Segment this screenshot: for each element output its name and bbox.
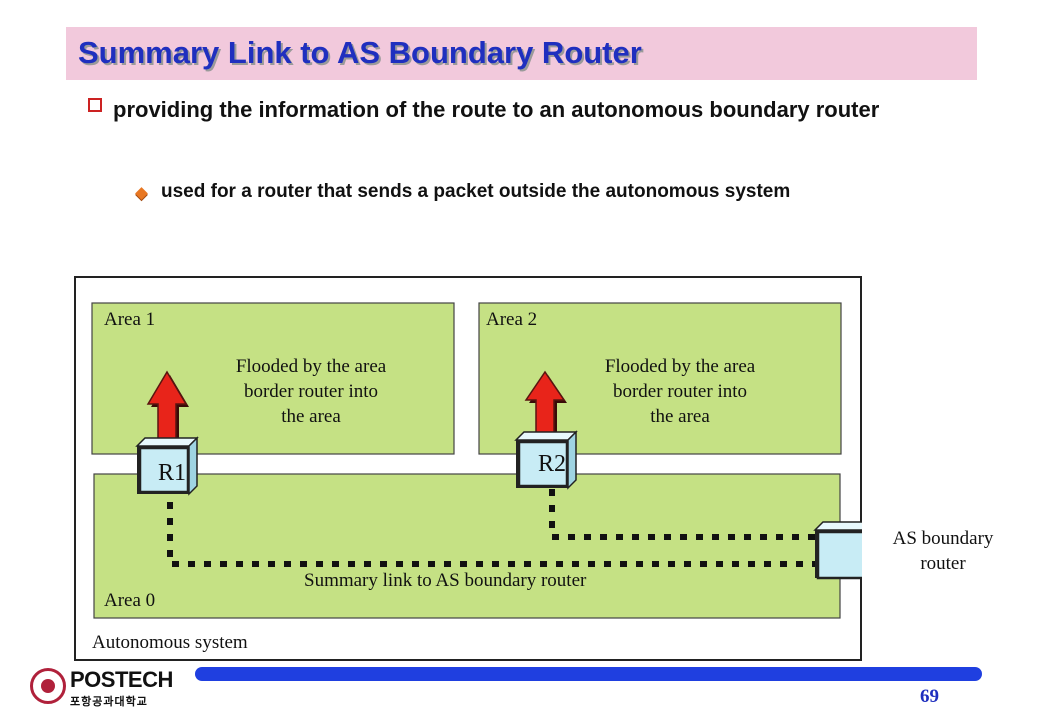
autonomous-system-label: Autonomous system bbox=[92, 632, 248, 653]
flood-1-line-3: the area bbox=[281, 406, 341, 427]
summary-link-path-r1 bbox=[167, 502, 816, 567]
logo-name: POSTECH bbox=[70, 667, 173, 692]
flood-2-line-2: border router into bbox=[613, 381, 747, 402]
diamond-bullet-icon bbox=[135, 187, 148, 200]
title-bar: Summary Link to AS Boundary Router bbox=[66, 27, 977, 80]
checkbox-bullet-icon bbox=[88, 98, 102, 112]
bullet-main-text: providing the information of the route t… bbox=[113, 97, 880, 122]
router-r1-icon bbox=[135, 436, 199, 496]
router-r1-label: R1 bbox=[158, 460, 186, 486]
router-r2-icon bbox=[514, 430, 578, 490]
bullet-sub-text: used for a router that sends a packet ou… bbox=[161, 181, 791, 202]
logo-subtitle: 포항공과대학교 bbox=[70, 695, 148, 708]
router-r2-label: R2 bbox=[538, 451, 566, 477]
summary-link-path-r2 bbox=[549, 489, 816, 540]
flood-2-line-1: Flooded by the area bbox=[605, 356, 756, 377]
flood-up-arrow-r1-icon bbox=[146, 370, 189, 443]
flood-2-line-3: the area bbox=[650, 406, 710, 427]
as-boundary-router-label-line-2: router bbox=[920, 553, 966, 574]
area-0-box bbox=[93, 473, 841, 619]
area-1-box bbox=[91, 302, 455, 455]
footer-bar bbox=[195, 667, 982, 681]
as-boundary-router-icon bbox=[813, 521, 862, 580]
flood-1-line-2: border router into bbox=[244, 381, 378, 402]
slide-title: Summary Link to AS Boundary Router bbox=[78, 35, 642, 70]
area-2-label: Area 2 bbox=[486, 309, 537, 330]
area-0-label: Area 0 bbox=[104, 590, 155, 611]
summary-link-label: Summary link to AS boundary router bbox=[304, 570, 587, 591]
area-1-label: Area 1 bbox=[104, 309, 155, 330]
flood-1-line-1: Flooded by the area bbox=[236, 356, 387, 377]
page-number: 69 bbox=[920, 686, 939, 707]
postech-logo: POSTECH 포항공과대학교 bbox=[30, 667, 173, 711]
ospf-diagram: Area 1 Flooded by the area border router… bbox=[74, 276, 862, 662]
as-boundary-router-label-group: AS boundary router bbox=[893, 528, 994, 574]
postech-seal-icon bbox=[30, 668, 66, 704]
flood-up-arrow-r2-icon bbox=[524, 370, 567, 437]
as-boundary-router-label-line-1: AS boundary bbox=[893, 528, 994, 549]
